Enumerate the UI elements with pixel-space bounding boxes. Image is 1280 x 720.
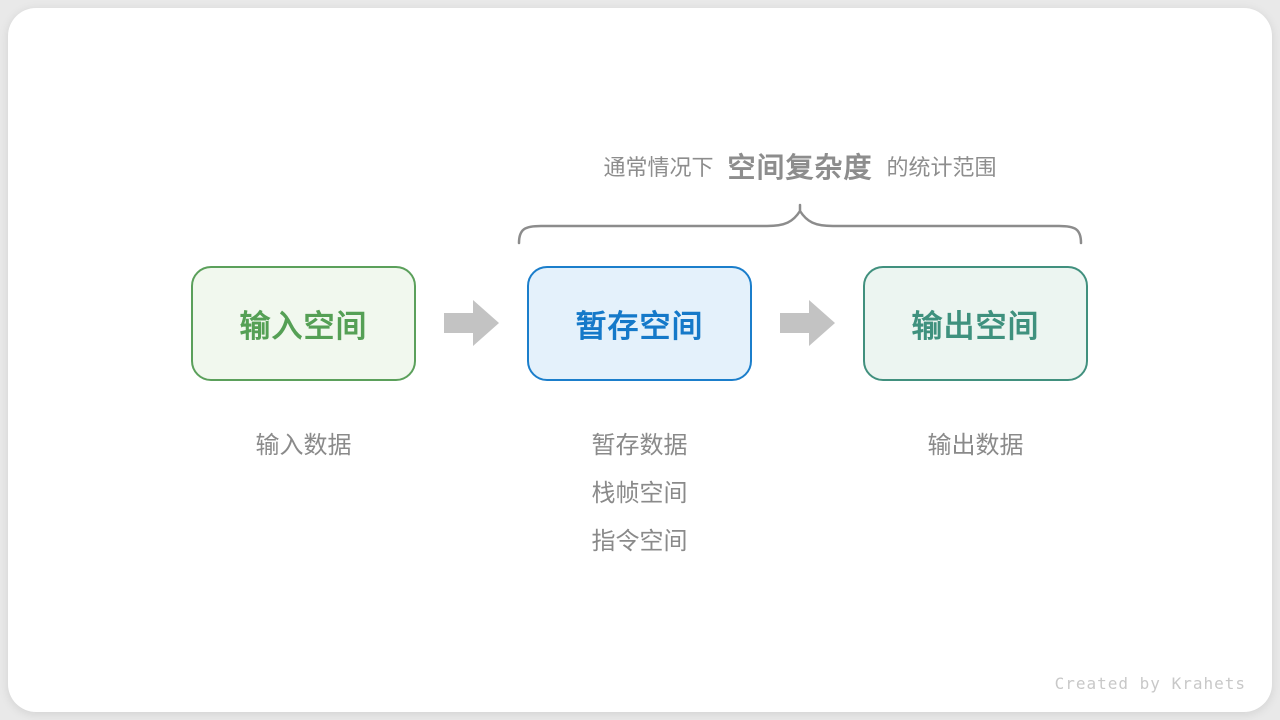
box-input-space-label: 输入空间 bbox=[239, 309, 368, 344]
scope-annotation: 通常情况下 空间复杂度 的统计范围 bbox=[517, 142, 1083, 190]
arrow-right-icon bbox=[780, 300, 835, 346]
note-line: 暂存数据 bbox=[591, 432, 688, 459]
note-line: 指令空间 bbox=[591, 528, 688, 555]
diagram-card: 通常情况下 空间复杂度 的统计范围 输入空间 暂存空间 输出空间 输入数据 暂存… bbox=[8, 8, 1272, 712]
box-output-space-label: 输出空间 bbox=[911, 309, 1040, 344]
annotation-prefix: 通常情况下 bbox=[603, 155, 714, 180]
credit-text: Created by Krahets bbox=[1054, 674, 1246, 693]
box-input-space: 输入空间 bbox=[191, 266, 416, 381]
arrow-right-icon bbox=[444, 300, 499, 346]
annotation-suffix: 的统计范围 bbox=[886, 155, 997, 180]
box-temporary-space-label: 暂存空间 bbox=[575, 309, 704, 344]
note-line: 栈帧空间 bbox=[591, 480, 688, 507]
note-line: 输入数据 bbox=[255, 432, 352, 459]
note-line: 输出数据 bbox=[927, 432, 1024, 459]
curly-brace-top-icon bbox=[517, 203, 1083, 245]
box-temporary-space: 暂存空间 bbox=[527, 266, 752, 381]
notes-input-space: 输入数据 bbox=[191, 422, 416, 470]
annotation-highlight: 空间复杂度 bbox=[727, 152, 873, 183]
box-output-space: 输出空间 bbox=[863, 266, 1088, 381]
notes-temporary-space: 暂存数据 栈帧空间 指令空间 bbox=[527, 422, 752, 566]
notes-output-space: 输出数据 bbox=[863, 422, 1088, 470]
